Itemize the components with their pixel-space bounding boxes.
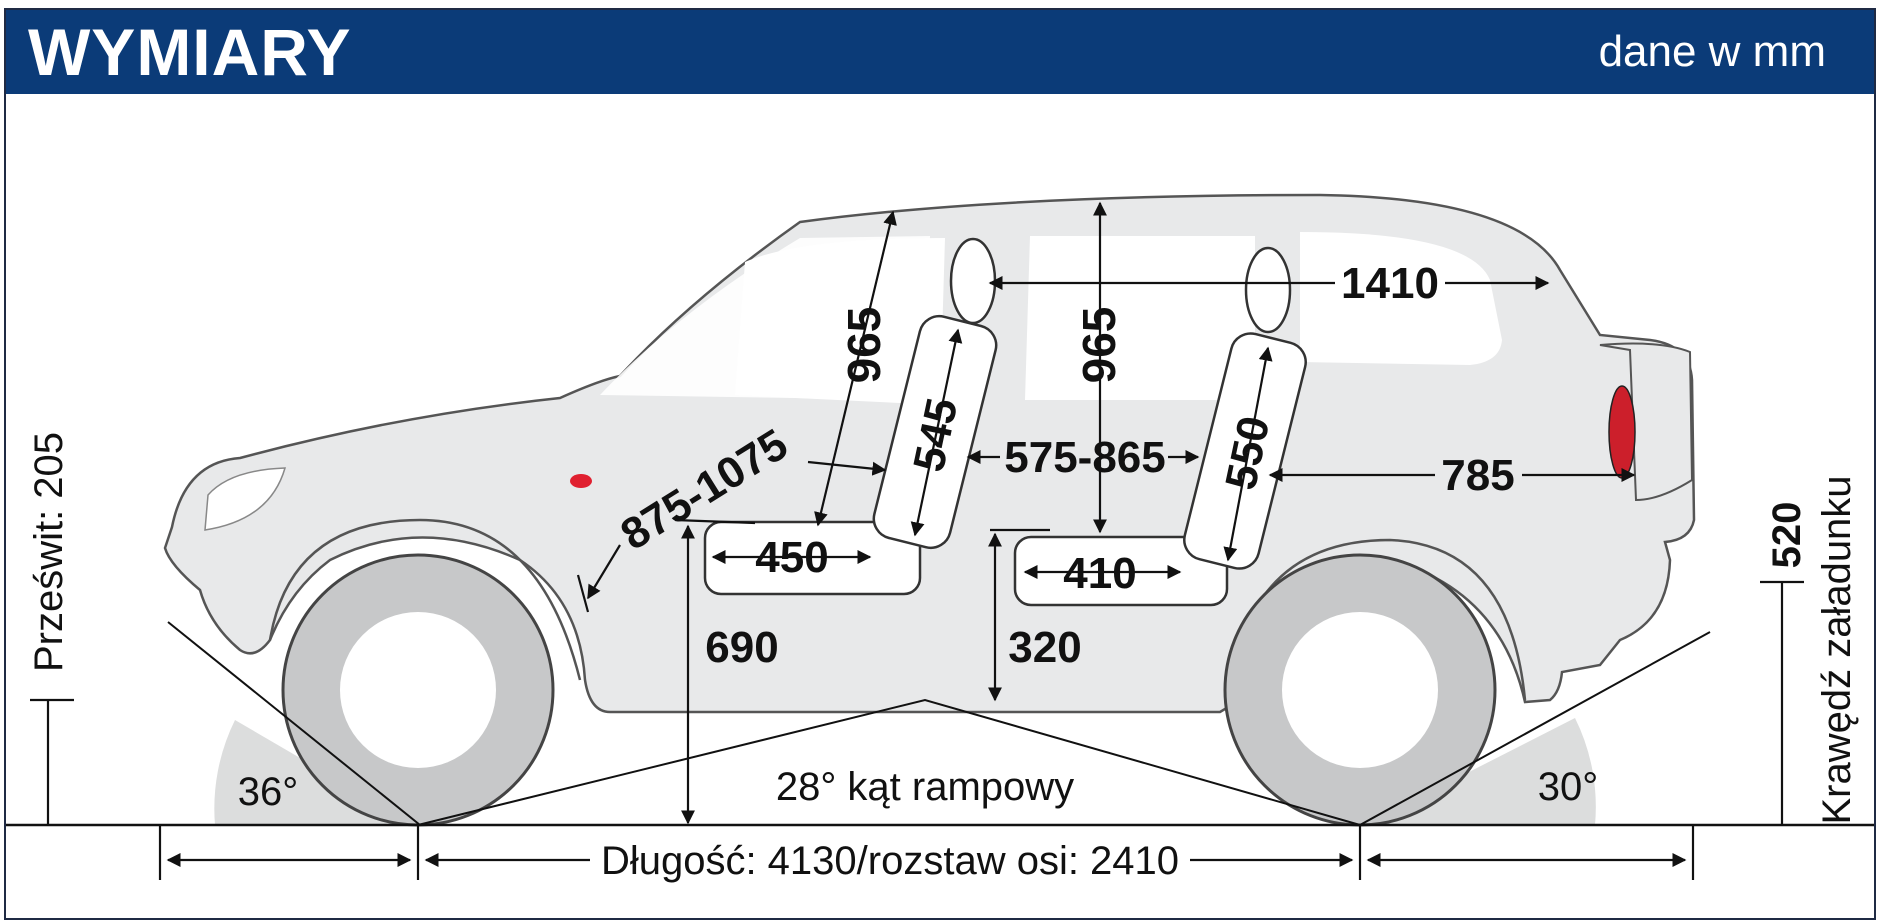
header-bar: WYMIARY dane w mm bbox=[6, 10, 1874, 94]
front-seat-depth-label: 450 bbox=[755, 533, 828, 582]
ramp-angle-label: 28° kąt rampowy bbox=[776, 765, 1074, 809]
front-headrest bbox=[949, 237, 997, 325]
length-wheelbase-label: Długość: 4130/rozstaw osi: 2410 bbox=[601, 839, 1179, 883]
side-marker-light bbox=[570, 474, 592, 488]
approach-angle-label: 36° bbox=[238, 770, 299, 814]
loading-edge-value: 520 bbox=[1765, 502, 1809, 569]
headlight bbox=[204, 467, 287, 531]
front-legroom-leader bbox=[587, 544, 621, 600]
front-headroom-label: 965 bbox=[838, 307, 890, 384]
front-wheel bbox=[281, 553, 555, 827]
front-headroom-arrow bbox=[814, 210, 897, 527]
rear-backrest-arrow bbox=[1223, 346, 1273, 562]
rear-headroom-label: 965 bbox=[1073, 307, 1125, 384]
page-title: WYMIARY bbox=[28, 15, 352, 89]
interior-length-label: 1410 bbox=[1341, 259, 1439, 308]
taillight bbox=[1608, 385, 1636, 479]
units-note: dane w mm bbox=[1598, 27, 1826, 76]
approach-angle-line bbox=[167, 621, 421, 826]
rear-wheel bbox=[1223, 553, 1497, 827]
front-seat-height-label: 690 bbox=[705, 623, 778, 672]
ramp-angle-lines bbox=[417, 698, 1361, 826]
ground-clearance-label: Prześwit: 205 bbox=[27, 432, 71, 672]
front-legroom-tick bbox=[576, 574, 590, 613]
rear-seat-depth-label: 410 bbox=[1063, 549, 1136, 598]
departure-angle-line bbox=[1359, 631, 1711, 826]
rear-seat-height-label: 320 bbox=[1008, 623, 1081, 672]
loading-edge-label: Krawędź załadunku bbox=[1815, 475, 1859, 824]
departure-angle-label: 30° bbox=[1538, 765, 1599, 809]
front-seat-height-ref bbox=[674, 518, 756, 525]
rear-quarter-window bbox=[1300, 232, 1502, 365]
rear-headrest bbox=[1244, 246, 1292, 334]
rear-legroom-label: 575-865 bbox=[1004, 433, 1165, 482]
boot-length-label: 785 bbox=[1441, 451, 1514, 500]
front-legroom-arrow bbox=[807, 460, 887, 476]
rear-door-window bbox=[1025, 236, 1255, 400]
front-backrest-arrow bbox=[910, 328, 963, 537]
front-wheel-arch bbox=[268, 518, 582, 681]
spare-wheel-cover bbox=[1599, 342, 1694, 502]
